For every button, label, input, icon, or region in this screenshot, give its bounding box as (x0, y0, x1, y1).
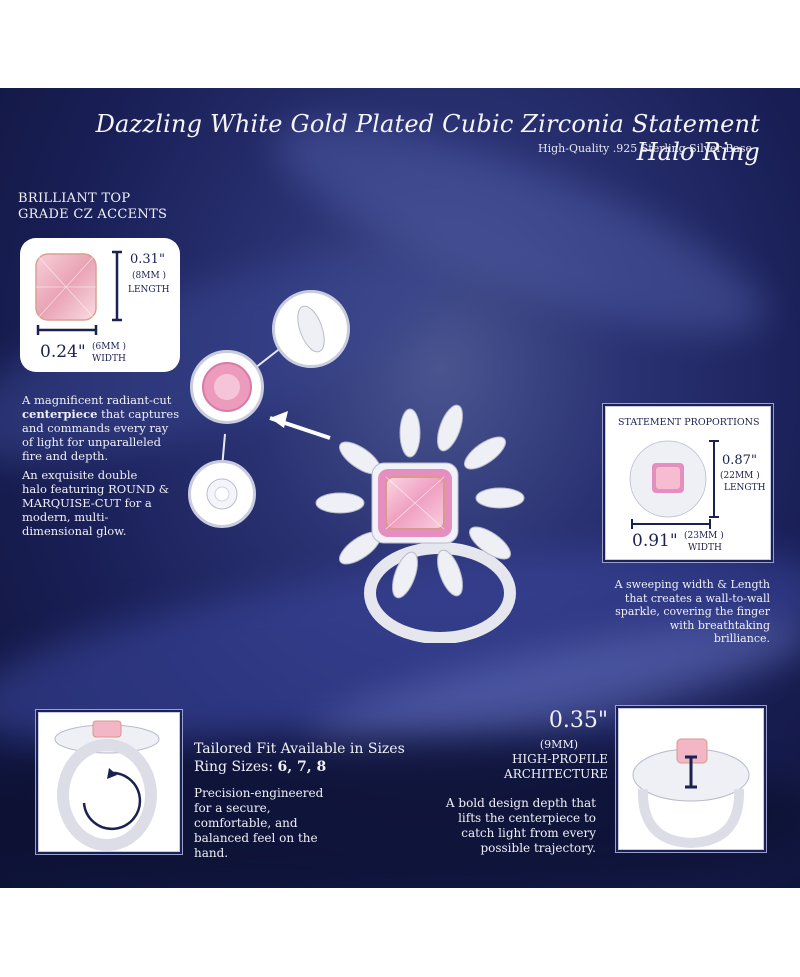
center-stone-image (35, 250, 122, 335)
fit-heading: Tailored Fit Available in Sizes Ring Siz… (194, 741, 405, 775)
banner-background: Dazzling White Gold Plated Cubic Zirconi… (0, 88, 800, 888)
centerpiece-description: A magnificent radiant-cut centerpiece th… (22, 393, 180, 463)
fit-description: Precision-engineered for a secure, comfo… (194, 786, 324, 860)
page-subtitle: High-Quality .925 Sterling Silver Base (537, 142, 752, 155)
accents-heading: BRILLIANT TOP GRADE CZ ACCENTS (18, 191, 168, 222)
pink-stone-circle (190, 350, 264, 424)
round-stone-circle (188, 460, 256, 528)
center-stone-card: 0.31" (8MM ) LENGTH 0.24" (6MM ) WIDTH (20, 238, 180, 372)
proportions-width-value: 0.91" (632, 531, 678, 551)
profile-ring-card (618, 708, 764, 850)
proportions-caption: A sweeping width & Length that creates a… (614, 578, 770, 645)
marquise-stone-icon (297, 305, 325, 353)
proportions-width-mm: (23MM ) (684, 531, 724, 541)
profile-label: 0.35" (9MM) HIGH-PROFILE ARCHITECTURE (480, 708, 608, 782)
stone-length-value: 0.31" (130, 252, 165, 267)
marquise-stone-circle (272, 290, 350, 368)
fit-ring-card (38, 712, 180, 852)
stone-width-mm: (6MM ) (92, 342, 127, 352)
proportions-title: STATEMENT PROPORTIONS (618, 417, 760, 428)
round-stone-icon (206, 478, 238, 510)
ring-side-view-image (54, 720, 160, 851)
page-title: Dazzling White Gold Plated Cubic Zirconi… (95, 110, 760, 166)
proportions-length-mm: (22MM ) (720, 471, 760, 481)
proportions-length-label: LENGTH (724, 483, 766, 493)
stone-length-mm: (8MM ) (132, 271, 167, 281)
stone-length-label: LENGTH (128, 285, 170, 295)
ring-main-image (315, 404, 525, 643)
proportions-width-label: WIDTH (688, 543, 722, 553)
proportions-ring-image (629, 440, 719, 529)
halo-description: An exquisite double halo featuring ROUND… (22, 468, 170, 538)
proportions-length-value: 0.87" (722, 453, 757, 468)
profile-value: 0.35" (548, 708, 608, 733)
proportions-card: STATEMENT PROPORTIONS 0.87" (22MM ) LENG… (605, 406, 771, 560)
stone-width-value: 0.24" (40, 342, 86, 362)
stone-width-label: WIDTH (92, 354, 126, 364)
pink-round-stone-icon (202, 362, 252, 412)
ring-profile-image (632, 738, 750, 849)
profile-description: A bold design depth that lifts the cente… (445, 796, 596, 855)
